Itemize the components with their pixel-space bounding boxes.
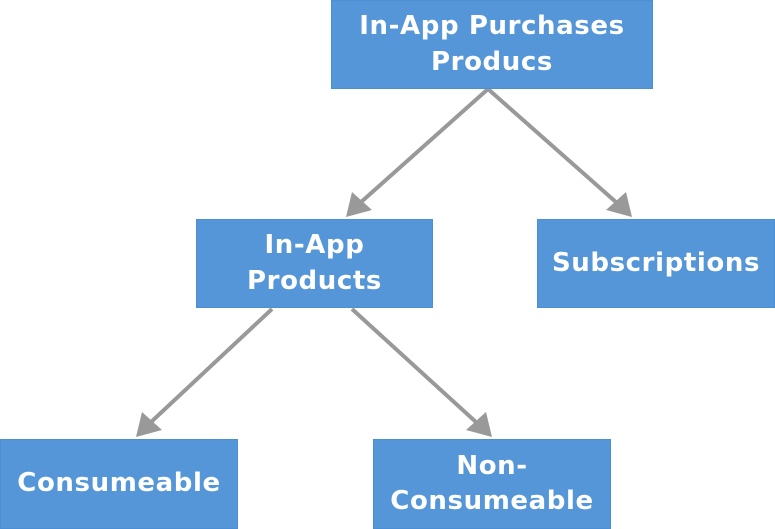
node-label-line: Products [247,265,382,296]
node-label: In-App Products [247,228,382,298]
node-label: Consumeable [17,466,220,501]
node-label-line: Producs [431,46,553,77]
node-label: Non- Consumeable [390,449,593,519]
node-label-line: Non- [456,450,528,481]
edge-in-app-products-to-consumeable [136,307,274,437]
arrowhead-icon [466,412,492,437]
arrowhead-icon [346,192,372,217]
node-label-line: Subscriptions [551,247,761,278]
node-label-line: Consumeable [390,486,594,516]
node-subscriptions: Subscriptions [537,219,775,308]
node-label: Subscriptions [552,246,760,281]
arrowhead-icon [136,412,162,437]
node-in-app-purchases-producs: In-App Purchases Producs [331,0,653,89]
node-consumeable: Consumeable [0,439,238,529]
node-label-line: In-App [264,230,365,261]
edge-root-to-in-app-products [346,87,490,217]
edge-root-to-subscriptions [486,87,632,217]
node-in-app-products: In-App Products [196,219,433,308]
arrowhead-icon [606,192,632,217]
edge-in-app-products-to-non-consumeable [350,307,492,437]
node-label-line: Consumeable [17,468,221,499]
node-non-consumeable: Non- Consumeable [373,439,611,529]
node-label: In-App Purchases Producs [359,9,624,79]
node-label-line: In-App Purchases [359,11,625,42]
